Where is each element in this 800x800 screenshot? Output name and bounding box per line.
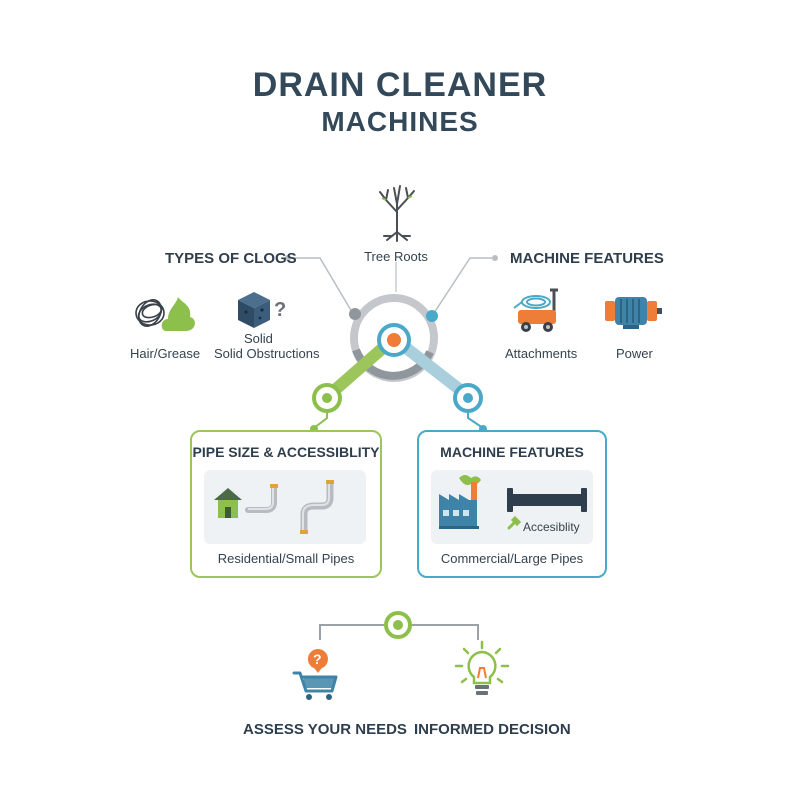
blue-node-core <box>463 393 473 403</box>
pipe-size-illustration <box>204 470 366 544</box>
motor-icon <box>605 297 662 329</box>
green-pin-line <box>313 411 328 429</box>
hair-grease-icon <box>135 297 195 331</box>
ring-dot-right <box>426 310 438 322</box>
attachments-label: Attachments <box>505 346 578 361</box>
features-heading: MACHINE FEATURES <box>510 250 664 267</box>
factory-pipe-icon <box>439 475 587 530</box>
connector-clogs <box>288 257 353 313</box>
commercial-pipes-label: Commercial/Large Pipes <box>440 551 584 566</box>
residential-pipes-label: Residential/Small Pipes <box>217 551 355 566</box>
accessibility-label: Accesiblity <box>523 520 580 534</box>
cart-machine-icon <box>513 288 558 332</box>
solid-block-icon: ? <box>238 292 286 328</box>
svg-text:?: ? <box>274 299 286 321</box>
bottom-node-core <box>393 620 403 630</box>
page-title: DRAIN CLEANER <box>252 66 548 104</box>
shopping-cart-question-icon: ? <box>292 649 338 700</box>
assess-needs-label: ASSESS YOUR NEEDS <box>243 721 407 738</box>
informed-decision-label: INFORMED DECISION <box>414 721 571 738</box>
machine-features-panel: MACHINE FEATURES Accesiblity Commercial/… <box>417 430 607 578</box>
power-label: Power <box>616 346 653 361</box>
hair-grease-label: Hair/Grease <box>130 346 201 361</box>
solid-label-top: Solid <box>244 331 273 346</box>
connector-features <box>433 257 495 314</box>
center-node-core <box>387 333 401 347</box>
lightbulb-icon <box>454 640 510 695</box>
ring-dot-left <box>349 308 361 320</box>
tree-roots-label: Tree Roots <box>364 249 428 264</box>
solid-obstructions-label: Solid Obstructions <box>214 346 320 361</box>
connector-dot-features <box>492 255 498 261</box>
clogs-heading: TYPES OF CLOGS <box>165 250 297 267</box>
page-subtitle: MACHINES <box>321 106 479 137</box>
pipe-size-panel: PIPE SIZE & ACCESSIBLITY Residential/Sma… <box>190 430 382 578</box>
tree-roots-icon <box>379 185 415 242</box>
machine-features-illustration <box>431 470 593 544</box>
green-node-core <box>322 393 332 403</box>
svg-text:?: ? <box>313 651 322 667</box>
blue-pin-line <box>467 411 484 429</box>
connector-dot-clogs <box>285 255 291 261</box>
pipe-size-heading: PIPE SIZE & ACCESSIBLITY <box>192 444 380 460</box>
machine-features-panel-heading: MACHINE FEATURES <box>440 444 584 460</box>
house-pipes-icon <box>214 480 334 534</box>
